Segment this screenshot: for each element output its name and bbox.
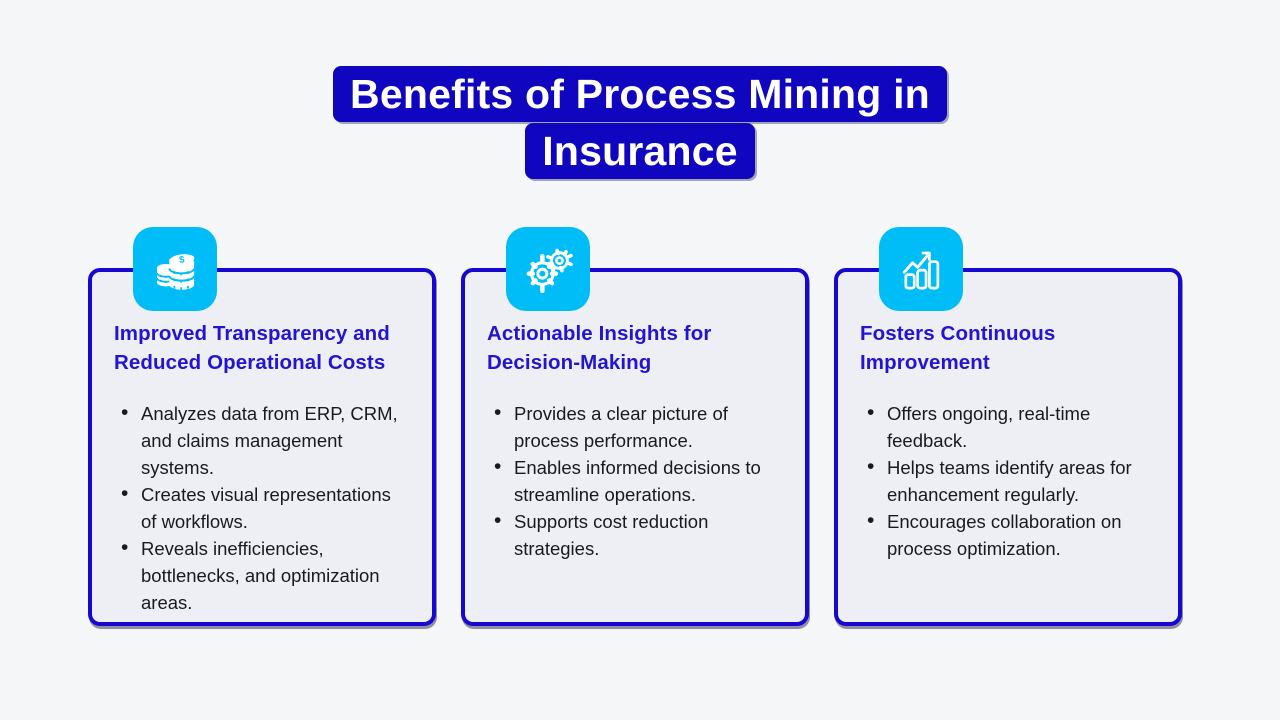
bullet-item: Enables informed decisions to streamline… [493,453,774,508]
bullet-item: Provides a clear picture of process perf… [493,399,774,454]
bullet-item: Offers ongoing, real-time feedback. [866,399,1147,454]
card-heading: Fosters Continuous Improvement [860,322,1056,374]
bullet-item: Helps teams identify areas for enhanceme… [866,453,1147,508]
bullet-item: Supports cost reduction strategies. [493,507,774,562]
gears-icon [506,227,590,311]
card-insights-body: Actionable Insights for Decision-Making … [461,268,809,626]
card-heading: Improved Transparency and Reduced Operat… [114,322,390,374]
card-insights: Actionable Insights for Decision-Making … [461,227,809,626]
card-heading: Actionable Insights for Decision-Making [487,322,712,374]
card-improvement: Fosters Continuous Improvement Offers on… [834,227,1182,626]
card-bullet-list: Provides a clear picture of process perf… [487,399,774,562]
coins-icon: $ [133,227,217,311]
card-bullet-list: Offers ongoing, real-time feedback. Help… [860,399,1147,562]
page-title-text: Benefits of Process Mining in Insurance [330,66,950,180]
card-improvement-body: Fosters Continuous Improvement Offers on… [834,268,1182,626]
page-title: Benefits of Process Mining in Insurance [0,66,1280,180]
bullet-item: Encourages collaboration on process opti… [866,507,1147,562]
benefit-cards-row: $ Improved Transparency and Reduced Oper… [88,227,1182,626]
svg-text:$: $ [179,254,186,266]
growth-chart-icon [879,227,963,311]
bullet-item: Reveals inefficiencies, bottlenecks, and… [120,534,401,616]
bullet-item: Creates visual representations of workfl… [120,480,401,535]
card-transparency-body: Improved Transparency and Reduced Operat… [88,268,436,626]
card-bullet-list: Analyzes data from ERP, CRM, and claims … [114,399,401,616]
bullet-item: Analyzes data from ERP, CRM, and claims … [120,399,401,481]
card-transparency: $ Improved Transparency and Reduced Oper… [88,227,436,626]
